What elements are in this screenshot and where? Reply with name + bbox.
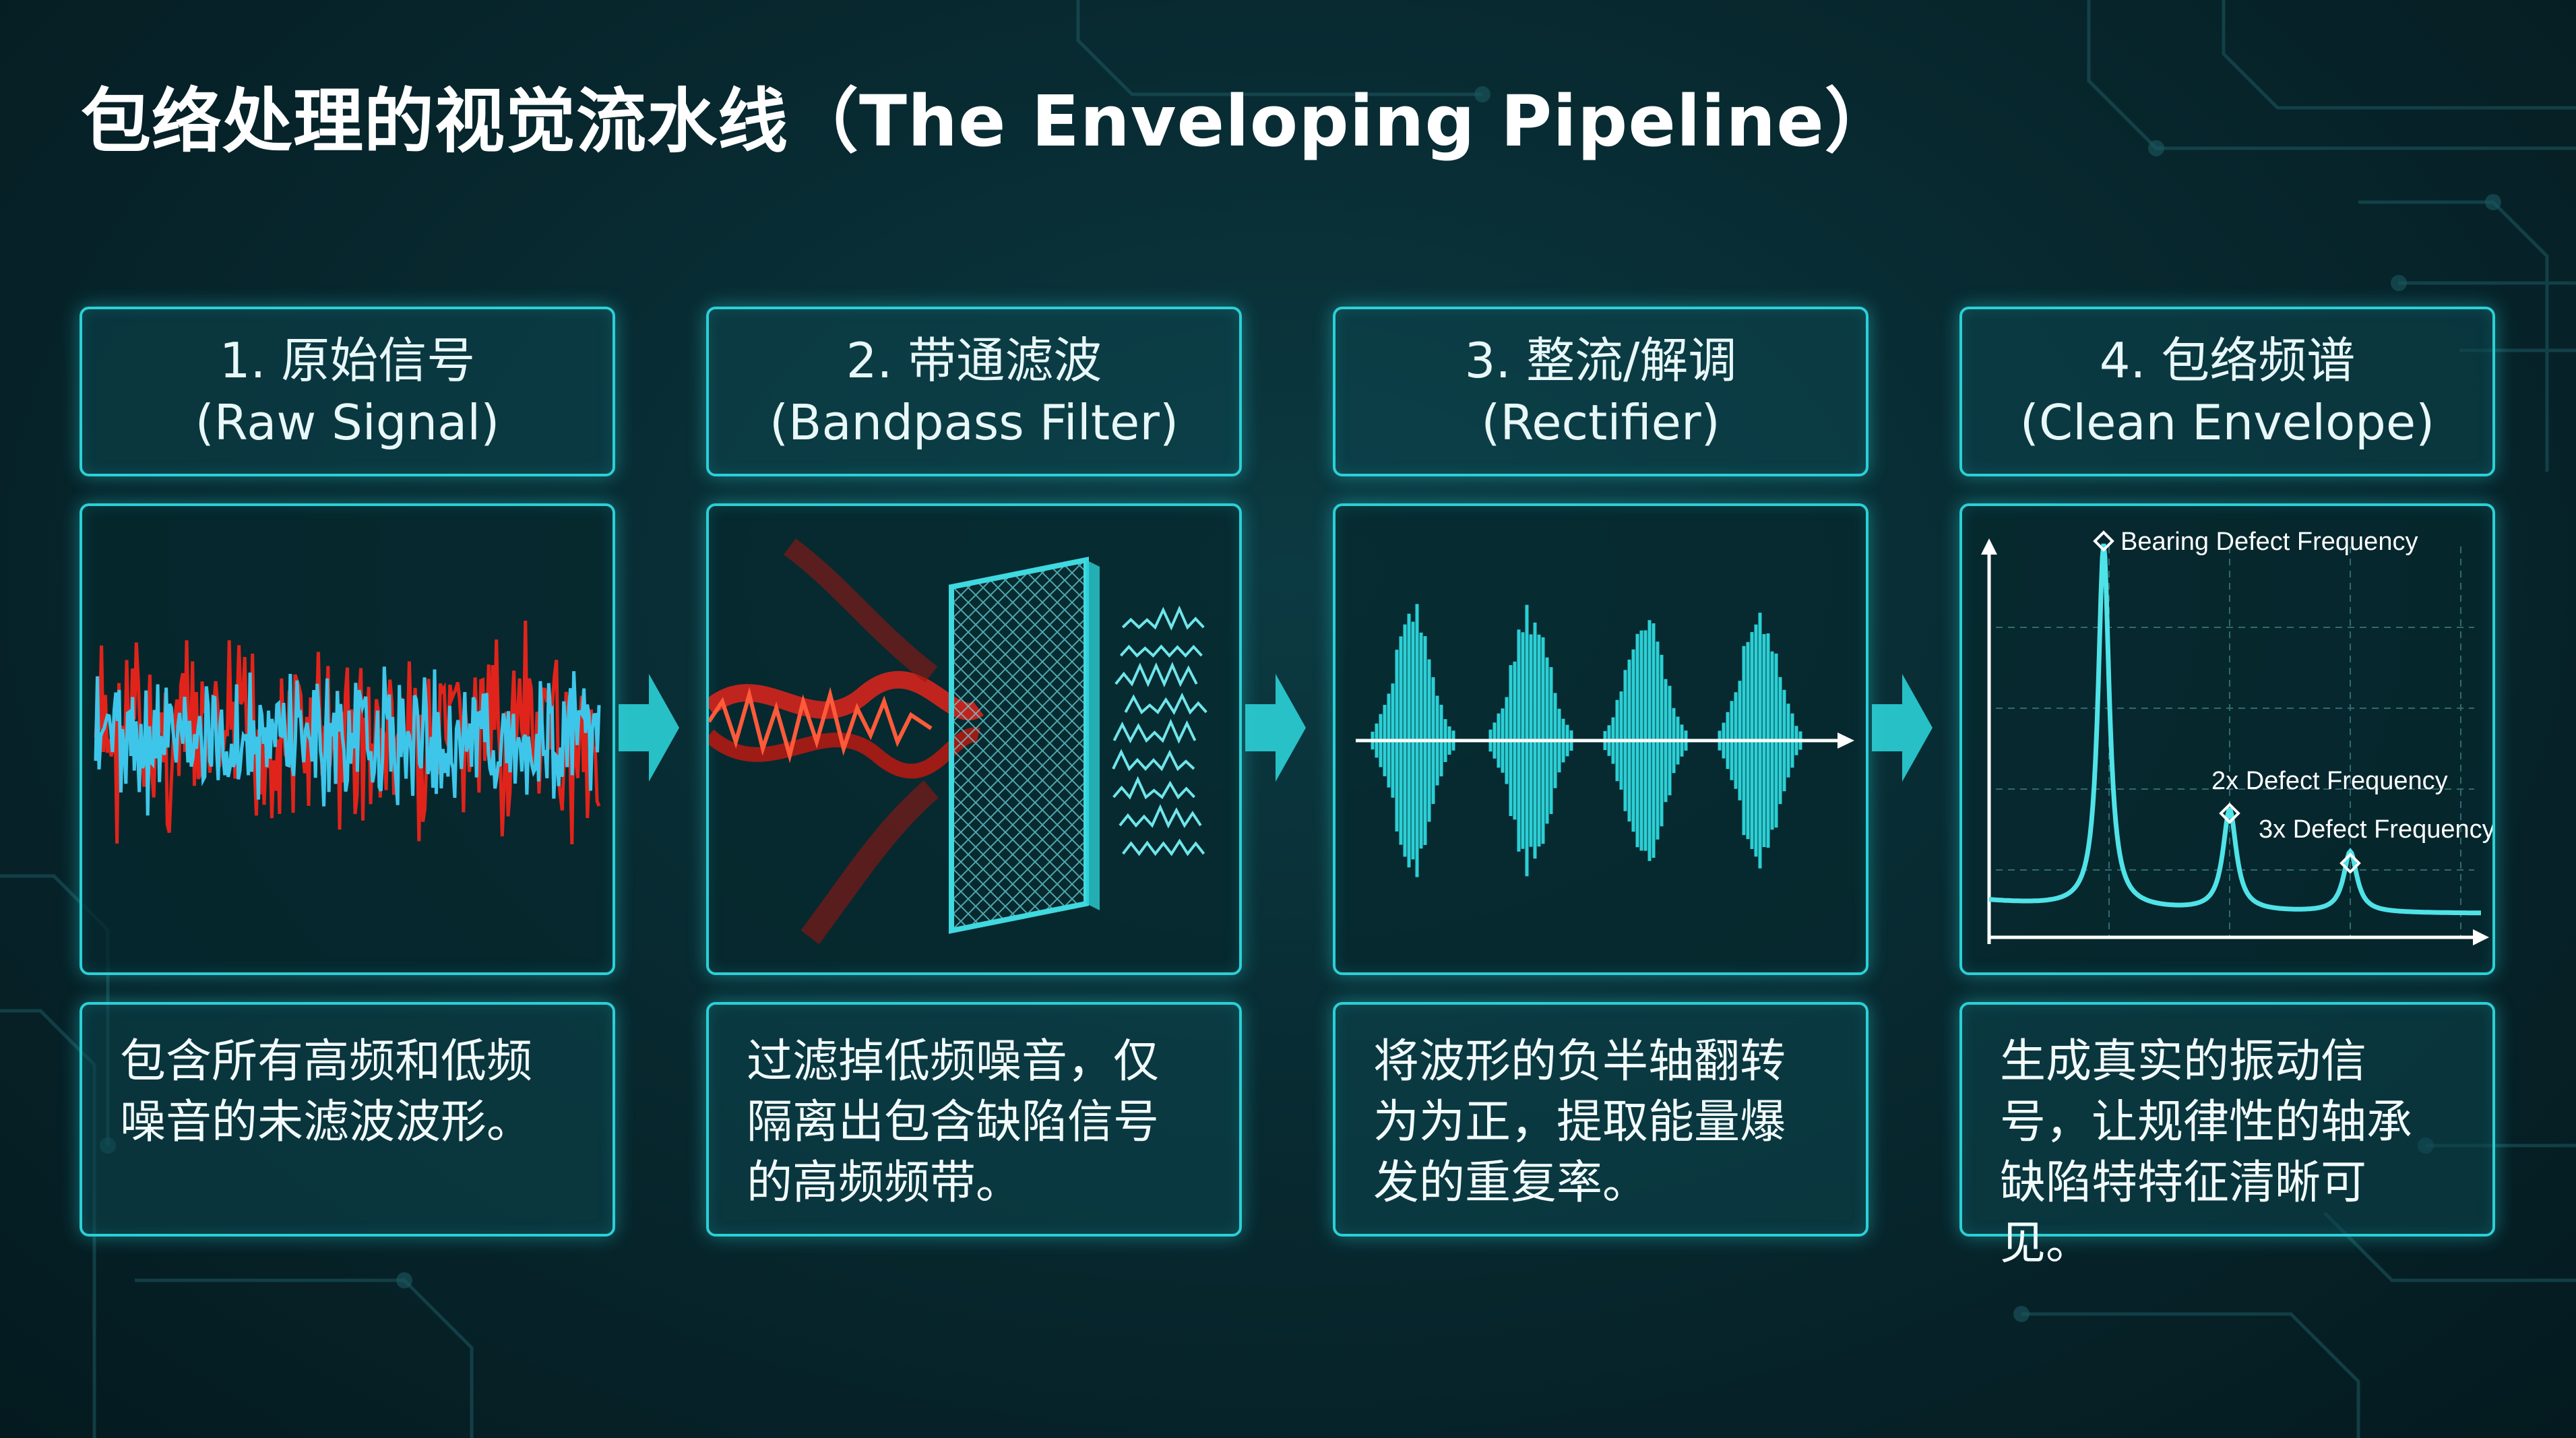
stage-header: 2. 带通滤波 (Bandpass Filter): [706, 307, 1242, 476]
stage-title-cn: 1. 原始信号: [219, 332, 476, 389]
axis-arrow-icon: [1837, 732, 1854, 749]
chart-grid: [1996, 546, 2474, 937]
raw-signal-illustration: [80, 503, 615, 975]
flow-arrow-icon: [1245, 674, 1306, 782]
filtered-spike: [1114, 662, 1198, 688]
y-axis-arrow-icon: [1981, 538, 1997, 555]
stage-description: 生成真实的振动信号，让规律性的轴承缺陷特特征清晰可见。: [1959, 1002, 2495, 1270]
stage-bandpass-filter: 2. 带通滤波 (Bandpass Filter) 过滤掉: [706, 307, 1242, 1237]
x-axis-arrow-icon: [2473, 929, 2489, 945]
stage-title-en: (Bandpass Filter): [769, 394, 1179, 451]
peak-marker-diamond-icon: [2339, 852, 2361, 874]
filtered-spike: [1112, 776, 1196, 800]
noise-band-icon: [709, 538, 984, 945]
flow-arrow-icon: [1872, 674, 1933, 782]
stage-title-cn: 2. 带通滤波: [846, 332, 1102, 389]
stage-header: 1. 原始信号 (Raw Signal): [80, 307, 615, 476]
peak-label-bearing-defect-frequency: Bearing Defect Frequency: [2121, 528, 2418, 556]
envelope-spectrum-chart: Bearing Defect Frequency 2x Defect Frequ…: [1959, 503, 2495, 975]
stage-raw-signal: 1. 原始信号 (Raw Signal) 包含所有高频和低频噪音的未滤波波形。: [80, 307, 615, 1237]
stage-header: 3. 整流/解调 (Rectifier): [1333, 307, 1868, 476]
filtered-spike: [1124, 692, 1207, 716]
stage-rectifier: 3. 整流/解调 (Rectifier) 将波形的负半轴翻转为为正，提取能量爆发…: [1333, 307, 1868, 1237]
stage-title-en: (Raw Signal): [195, 394, 500, 451]
stage-title-cn: 4. 包络频谱: [2099, 332, 2356, 389]
peak-marker-diamond-icon: [2093, 530, 2114, 552]
page-title: 包络处理的视觉流水线（The Enveloping Pipeline）: [81, 80, 1895, 162]
filtered-spike: [1112, 718, 1197, 744]
bandpass-filter-illustration: [706, 503, 1242, 975]
filtered-spike: [1119, 804, 1202, 829]
signal-waveform: [94, 666, 601, 816]
stage-description: 包含所有高频和低频噪音的未滤波波形。: [80, 1002, 615, 1237]
stage-title-en: (Clean Envelope): [2019, 394, 2435, 451]
filtered-spike: [1122, 838, 1205, 856]
filtered-spike: [1112, 749, 1195, 772]
filtered-signal-icon: [1112, 605, 1207, 856]
rectifier-illustration: [1333, 503, 1868, 975]
stage-description: 过滤掉低频噪音，仅隔离出包含缺陷信号的高频频带。: [706, 1002, 1242, 1237]
stage-description: 将波形的负半轴翻转为为正，提取能量爆发的重复率。: [1333, 1002, 1868, 1237]
stage-title-en: (Rectifier): [1481, 394, 1720, 451]
peak-marker-diamond-icon: [2219, 803, 2240, 824]
envelope-spectrum-line: [1988, 543, 2481, 916]
peak-label-2x-defect-frequency: 2x Defect Frequency: [2211, 767, 2448, 795]
filter-mesh-icon: [949, 557, 1100, 934]
stage-clean-envelope: 4. 包络频谱 (Clean Envelope) Bearing Defect …: [1959, 307, 2495, 1270]
stage-title-cn: 3. 整流/解调: [1464, 332, 1737, 389]
filtered-spike: [1121, 605, 1205, 631]
filtered-spike: [1119, 644, 1203, 658]
peak-label-3x-defect-frequency: 3x Defect Frequency: [2259, 815, 2492, 844]
stage-header: 4. 包络频谱 (Clean Envelope): [1959, 307, 2495, 476]
flow-arrow-icon: [619, 674, 679, 782]
